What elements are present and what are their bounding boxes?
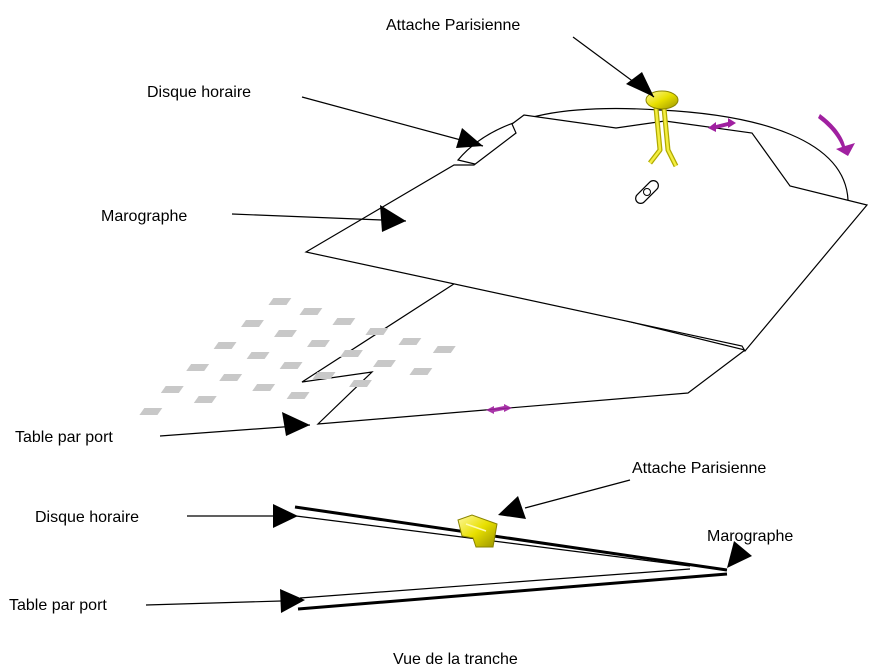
leader-disque: [301, 96, 484, 147]
label-side-attache: Attache Parisienne: [632, 460, 766, 477]
leader-side-attache: [524, 479, 631, 509]
side-disque-edge: [294, 505, 728, 572]
arrowhead-side-marographe: [727, 541, 752, 568]
label-top-attache: Attache Parisienne: [386, 17, 520, 34]
attache-parisienne-side-icon: [457, 514, 498, 548]
arrowhead-disque: [456, 128, 483, 148]
label-side-disque: Disque horaire: [35, 509, 139, 526]
label-side-table: Table par port: [9, 597, 107, 614]
marographe-sheet: [304, 114, 869, 353]
caption-side-view: Vue de la tranche: [393, 651, 518, 668]
attache-parisienne-icon: [645, 90, 679, 168]
label-side-marographe: Marographe: [707, 528, 793, 545]
label-top-table: Table par port: [15, 429, 113, 446]
arrowhead-side-attache: [498, 496, 526, 519]
side-table-edge-inner: [299, 568, 691, 599]
rotation-arrow-icon: [486, 114, 855, 414]
arrowhead-marographe: [380, 205, 406, 232]
table-cells: [139, 298, 456, 415]
label-top-marographe: Marographe: [101, 208, 187, 225]
slot-icon: [635, 180, 659, 204]
arrowhead-side-table: [280, 589, 305, 613]
side-view: [294, 505, 728, 611]
table-par-port-sheet: [139, 279, 747, 425]
arrowhead-side-disque: [273, 504, 298, 528]
label-top-disque: Disque horaire: [147, 84, 251, 101]
arrowhead-attache: [626, 72, 654, 97]
arrowhead-table: [282, 412, 310, 436]
leader-side-table: [145, 600, 282, 606]
leader-marographe: [231, 213, 407, 222]
side-table-edge: [297, 572, 728, 611]
